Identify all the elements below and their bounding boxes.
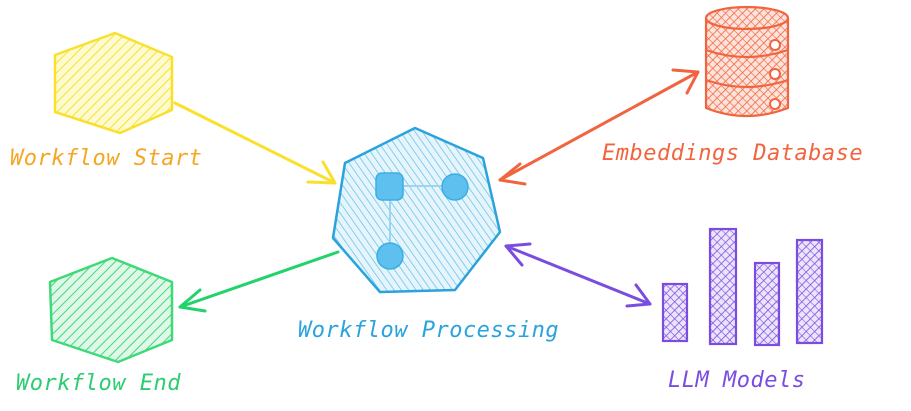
edge-processing-llm [504, 242, 652, 308]
llm-models-label: LLM Models [668, 368, 806, 393]
embeddings-database-label: Embeddings Database [602, 141, 864, 166]
edge-processing-to-end [178, 250, 340, 313]
llm-models-bar-chart-icon [661, 227, 824, 347]
embeddings-database-icon [704, 5, 790, 118]
edge-start-to-processing [173, 101, 337, 185]
workflow-processing-heptagon-icon [331, 126, 502, 294]
edge-processing-database [498, 68, 700, 186]
workflow-start-hexagon-icon [53, 31, 174, 135]
workflow-start-label: Workflow Start [10, 146, 203, 171]
workflow-end-label: Workflow End [16, 371, 181, 396]
workflow-end-hexagon-icon [48, 256, 174, 364]
workflow-processing-label: Workflow Processing [298, 318, 560, 343]
